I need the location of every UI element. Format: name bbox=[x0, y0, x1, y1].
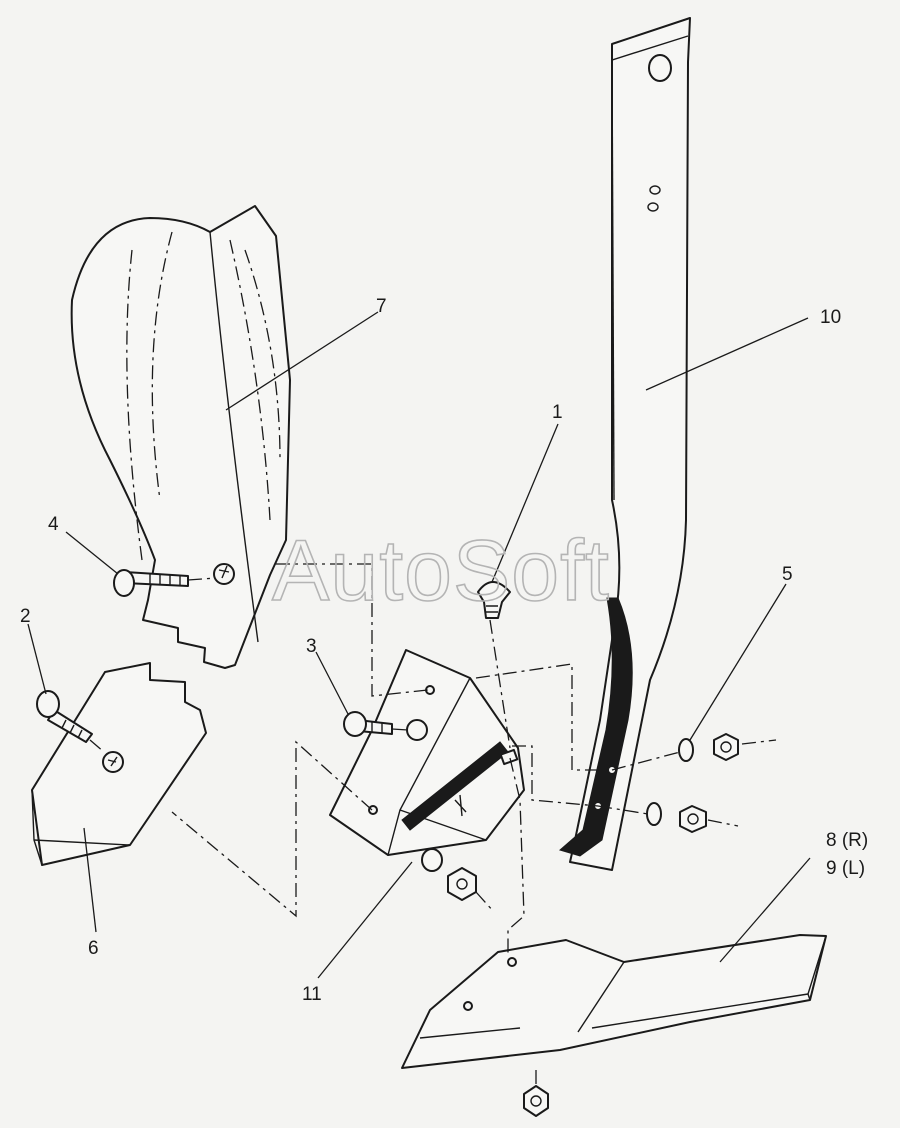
callout-11: 11 bbox=[302, 984, 322, 1005]
callout-7: 7 bbox=[376, 296, 387, 317]
wing-nut bbox=[523, 1070, 549, 1117]
wing-part-8-9 bbox=[401, 934, 827, 1069]
nut-washer-part-5 bbox=[597, 733, 777, 833]
callout-6: 6 bbox=[88, 938, 99, 959]
point-part-6 bbox=[31, 662, 207, 866]
callouts: 7 10 1 4 5 2 3 8 (R) 9 (L) 6 11 bbox=[20, 296, 868, 1005]
bolt-part-2 bbox=[36, 690, 105, 753]
callout-1: 1 bbox=[552, 402, 563, 423]
callout-2: 2 bbox=[20, 606, 31, 627]
callout-9: 9 (L) bbox=[826, 858, 865, 879]
callout-4: 4 bbox=[48, 514, 59, 535]
callout-8: 8 (R) bbox=[826, 830, 868, 851]
bolt-part-4 bbox=[113, 563, 235, 597]
bolt-part-1 bbox=[477, 581, 511, 749]
shank-part-10 bbox=[558, 17, 691, 871]
assembly-lines bbox=[171, 563, 610, 956]
callout-5: 5 bbox=[782, 564, 793, 585]
bolt-part-3 bbox=[343, 711, 428, 741]
callout-3: 3 bbox=[306, 636, 317, 657]
frog-part-11 bbox=[329, 649, 525, 856]
frog-nut-washer bbox=[421, 848, 495, 913]
moldboard-part-7 bbox=[70, 205, 291, 669]
leader-lines bbox=[27, 311, 811, 979]
callout-10: 10 bbox=[820, 307, 841, 328]
watermark: AutoSoft bbox=[272, 523, 610, 619]
